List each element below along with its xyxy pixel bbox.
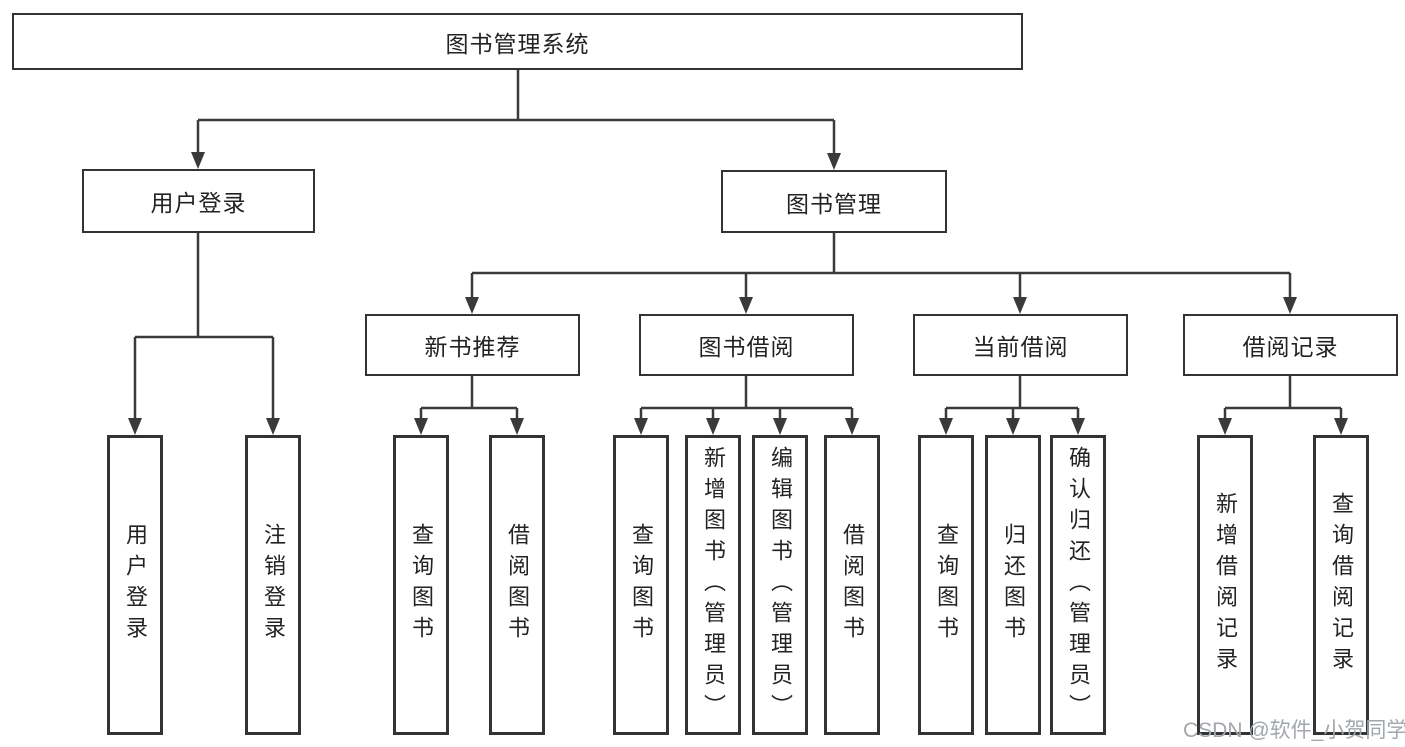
node-label: 借阅记录: [1242, 334, 1339, 360]
connector-new-books-group: [414, 376, 524, 435]
node-borrowing-records: 借阅记录: [1183, 314, 1398, 376]
connector-current-borrowing-group: [939, 376, 1085, 435]
node-label: 新书推荐: [424, 334, 521, 360]
leaf-query-borrowing-record: 查询借阅记录: [1313, 435, 1369, 735]
leaf-add-borrowing-record: 新增借阅记录: [1197, 435, 1253, 735]
leaf-label: 新增图书（管理员）: [701, 445, 726, 725]
leaf-label: 查询借阅记录: [1329, 492, 1354, 678]
leaf-add-books-admin: 新增图书（管理员）: [685, 435, 741, 735]
leaf-label: 确认归还（管理员）: [1066, 445, 1091, 725]
leaf-label: 编辑图书（管理员）: [768, 445, 793, 725]
leaf-edit-books-admin: 编辑图书（管理员）: [752, 435, 808, 735]
node-user-login: 用户登录: [82, 169, 315, 233]
node-current-borrowing: 当前借阅: [913, 314, 1128, 376]
connector-borrowing-records-group: [1218, 376, 1348, 435]
leaf-borrow-books-recommend: 借阅图书: [489, 435, 545, 735]
leaf-label: 注销登录: [261, 523, 286, 647]
node-label: 图书管理系统: [445, 30, 590, 57]
node-label: 当前借阅: [972, 334, 1069, 360]
leaf-return-books: 归还图书: [985, 435, 1041, 735]
leaf-query-books-current: 查询图书: [918, 435, 974, 735]
leaf-label: 用户登录: [123, 523, 148, 647]
csdn-watermark: CSDN @软件_小贺同学: [1183, 719, 1405, 742]
node-book-borrowing: 图书借阅: [639, 314, 854, 376]
leaf-label: 借阅图书: [505, 523, 530, 647]
node-book-management: 图书管理: [721, 170, 947, 233]
leaf-label: 归还图书: [1001, 523, 1026, 647]
connector-book-borrowing-group: [634, 376, 859, 435]
leaf-user-login: 用户登录: [107, 435, 163, 735]
leaf-borrow-books: 借阅图书: [824, 435, 880, 735]
leaf-query-books-recommend: 查询图书: [393, 435, 449, 735]
node-library-management-system: 图书管理系统: [12, 13, 1023, 70]
leaf-label: 借阅图书: [840, 523, 865, 647]
leaf-logout: 注销登录: [245, 435, 301, 735]
leaf-label: 新增借阅记录: [1213, 492, 1238, 678]
leaf-query-books-borrowing: 查询图书: [613, 435, 669, 735]
connector-book-management-group: [465, 233, 1297, 314]
leaf-label: 查询图书: [409, 523, 434, 647]
leaf-confirm-return-admin: 确认归还（管理员）: [1050, 435, 1106, 735]
leaf-label: 查询图书: [629, 523, 654, 647]
connector-root-to-level2: [191, 70, 841, 170]
node-label: 图书管理: [786, 190, 882, 217]
node-new-book-recommendation: 新书推荐: [365, 314, 580, 376]
leaf-label: 查询图书: [934, 523, 959, 647]
node-label: 用户登录: [150, 190, 247, 216]
node-label: 图书借阅: [698, 334, 795, 360]
connector-user-login-group: [128, 233, 280, 435]
